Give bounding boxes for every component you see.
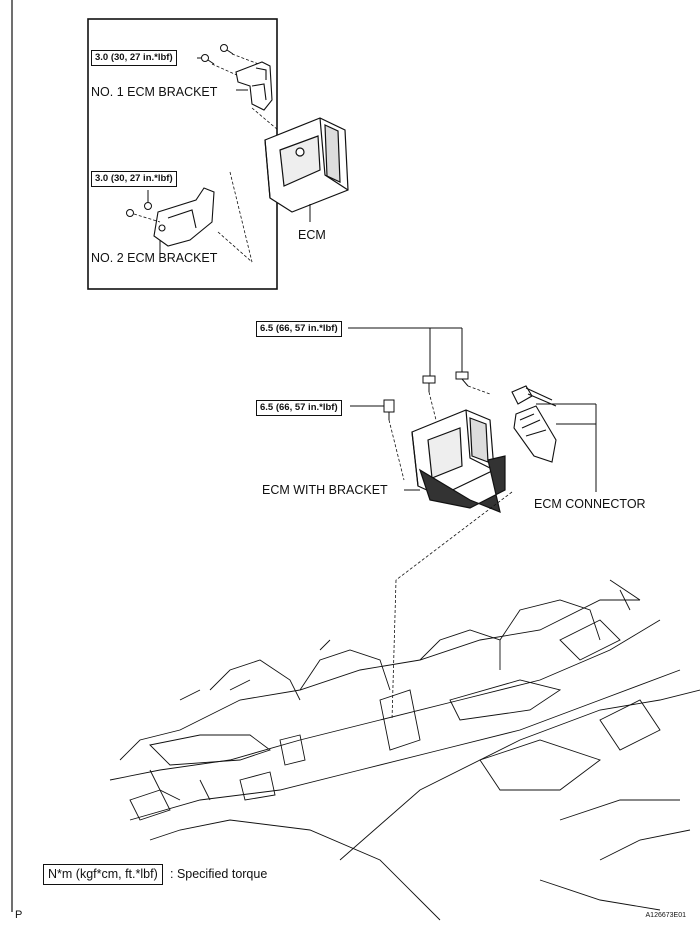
ecm-label: ECM xyxy=(298,228,326,242)
no1-ecm-bracket-icon xyxy=(235,61,273,111)
no2-ecm-bracket-label: NO. 2 ECM BRACKET xyxy=(91,251,218,265)
ecm-unit-icon xyxy=(264,117,349,213)
torque-no2-bracket: 3.0 (30, 27 in.*lbf) xyxy=(91,171,177,187)
figure-id: A126673E01 xyxy=(645,912,686,919)
legend-description: : Specified torque xyxy=(170,867,268,881)
page-letter: P xyxy=(15,909,23,921)
engine-compartment-illustration xyxy=(109,579,700,921)
torque-top: 6.5 (66, 57 in.*lbf) xyxy=(256,321,342,337)
bolt-left-icon xyxy=(383,399,395,420)
bolt-top-right-icon xyxy=(455,371,469,387)
no1-ecm-bracket-label: NO. 1 ECM BRACKET xyxy=(91,85,218,99)
torque-no1-bracket: 3.0 (30, 27 in.*lbf) xyxy=(91,50,177,66)
ecm-connector-icon xyxy=(511,385,557,463)
bolt-bracket1-b-icon xyxy=(220,44,234,55)
bolt-bracket1-a-icon xyxy=(201,54,215,65)
ecm-with-bracket-icon xyxy=(411,409,506,513)
ecm-with-bracket-label: ECM WITH BRACKET xyxy=(262,483,388,497)
bolt-bracket2-a-icon xyxy=(144,202,152,210)
ecm-connector-label: ECM CONNECTOR xyxy=(534,497,646,511)
bolt-bracket2-b-icon xyxy=(126,209,134,217)
torque-left: 6.5 (66, 57 in.*lbf) xyxy=(256,400,342,416)
legend-torque-box: N*m (kgf*cm, ft.*lbf) xyxy=(43,864,163,885)
no2-ecm-bracket-icon xyxy=(153,187,215,247)
bolt-top-left-icon xyxy=(422,375,436,392)
